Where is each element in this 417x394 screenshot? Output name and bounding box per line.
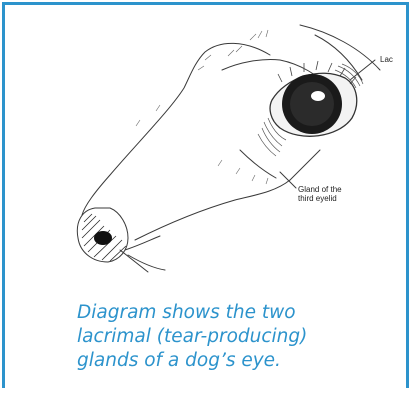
caption-line-2: lacrimal (tear-producing) xyxy=(77,325,409,349)
label-lacrimal-gland: Lac xyxy=(380,55,393,64)
label-third-eyelid-line2: third eyelid xyxy=(298,194,337,203)
label-third-eyelid-line1: Gland of the xyxy=(298,185,342,194)
caption-line-3: glands of a dog’s eye. xyxy=(77,349,409,373)
muzzle-top-outline xyxy=(82,43,270,215)
caption-line-1: Diagram shows the two xyxy=(77,301,409,325)
dog-eye-diagram: Lac Gland of the third eyelid xyxy=(0,0,417,290)
fur-texture xyxy=(136,30,268,184)
dog-head-illustration xyxy=(0,0,417,290)
eye xyxy=(258,61,363,156)
figure-caption: Diagram shows the two lacrimal (tear-pro… xyxy=(77,301,409,373)
jaw-outline xyxy=(135,180,290,240)
label-third-eyelid-gland: Gland of the third eyelid xyxy=(298,185,368,203)
nostril xyxy=(94,231,112,245)
eye-highlight xyxy=(311,91,325,101)
